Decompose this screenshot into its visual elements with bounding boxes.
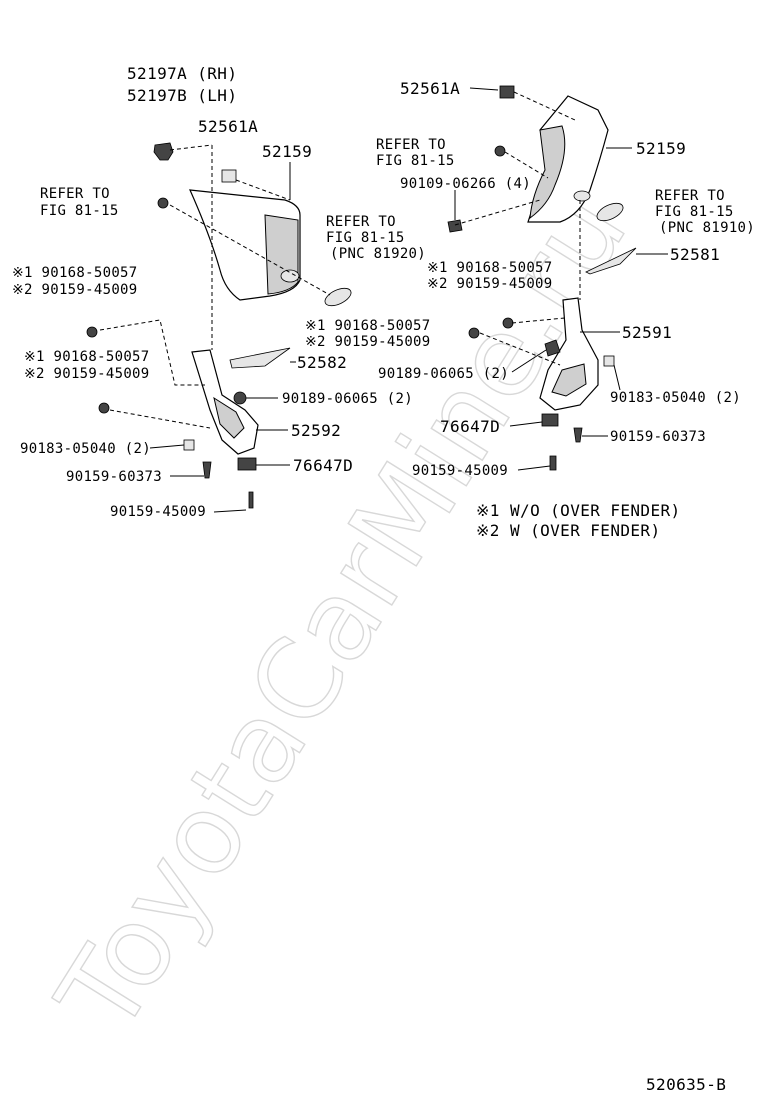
left-screw-upper[interactable] bbox=[86, 326, 98, 338]
label-left-note1-b: ※2 90159-45009 bbox=[12, 282, 138, 298]
left-dashed-guide-4 bbox=[169, 204, 331, 296]
label-right-90189: 90189-06065 (2) bbox=[378, 366, 509, 382]
right-leader-90189 bbox=[511, 349, 547, 373]
left-clip-90183[interactable] bbox=[183, 439, 195, 451]
left-leader-45009 bbox=[213, 509, 247, 513]
right-leader-45009 bbox=[517, 465, 551, 471]
right-screw-upper[interactable] bbox=[502, 317, 514, 329]
label-right-52581: 52581 bbox=[670, 245, 720, 264]
label-right-refer1-a: REFER TO bbox=[376, 137, 446, 153]
left-dashed-guide-6 bbox=[109, 409, 211, 429]
label-left-76647d: 76647D bbox=[293, 456, 353, 475]
left-dashed-guide-5 bbox=[99, 319, 205, 386]
right-screw-lower[interactable] bbox=[468, 327, 480, 339]
right-bumper-extension-face bbox=[529, 125, 566, 220]
label-left-52197a: 52197A (RH) bbox=[127, 64, 237, 83]
right-dashed-guide-5 bbox=[511, 317, 566, 324]
right-leader-76647d bbox=[509, 421, 543, 427]
label-right-90109: 90109-06266 (4) bbox=[400, 176, 531, 192]
left-screw-60373[interactable] bbox=[202, 461, 212, 479]
left-screw-45009[interactable] bbox=[248, 491, 254, 509]
right-bumper-hole bbox=[573, 190, 591, 202]
label-left-refer2-c: (PNC 81920) bbox=[330, 246, 426, 262]
right-bolt-refer[interactable] bbox=[494, 145, 506, 157]
left-part-52582[interactable] bbox=[229, 347, 291, 369]
legend: ※1 W/O (OVER FENDER) ※2 W (OVER FENDER) bbox=[476, 501, 681, 540]
left-part-52561a[interactable] bbox=[221, 169, 237, 183]
label-right-52591: 52591 bbox=[622, 323, 672, 342]
legend-text-2: W (OVER FENDER) bbox=[510, 521, 661, 540]
label-right-90183: 90183-05040 (2) bbox=[610, 390, 741, 406]
label-left-90183: 90183-05040 (2) bbox=[20, 441, 151, 457]
label-right-note2-a: ※1 90168-50057 bbox=[305, 318, 431, 334]
label-left-52197b: 52197B (LH) bbox=[127, 86, 237, 105]
left-dashed-guide-3 bbox=[235, 179, 291, 201]
label-right-refer1-b: FIG 81-15 bbox=[376, 153, 455, 169]
right-part-52581[interactable] bbox=[585, 247, 637, 275]
legend-mark-2: ※2 bbox=[476, 521, 500, 540]
right-screw-60373[interactable] bbox=[573, 427, 583, 443]
left-dashed-guide-2 bbox=[169, 144, 213, 151]
label-right-note1-b: ※2 90159-45009 bbox=[427, 276, 553, 292]
right-dashed-guide-3 bbox=[454, 199, 541, 226]
left-clip-76647d[interactable] bbox=[237, 457, 257, 471]
label-right-52561a: 52561A bbox=[400, 79, 460, 98]
right-dashed-guide-2 bbox=[504, 151, 549, 179]
left-bumper-hole bbox=[280, 269, 300, 283]
label-left-52159: 52159 bbox=[262, 142, 312, 161]
right-bracket-slot bbox=[551, 363, 587, 397]
left-assembly bbox=[86, 142, 353, 513]
right-lamp-81910[interactable] bbox=[594, 200, 625, 225]
right-leader-52561a bbox=[469, 87, 499, 91]
label-left-52582: 52582 bbox=[297, 353, 347, 372]
label-right-60373: 90159-60373 bbox=[610, 429, 706, 445]
right-assembly bbox=[447, 85, 668, 471]
label-right-refer2-c: (PNC 81910) bbox=[659, 220, 755, 236]
left-clip-52197[interactable] bbox=[153, 142, 174, 161]
label-left-refer2-b: FIG 81-15 bbox=[326, 230, 405, 246]
label-left-60373: 90159-60373 bbox=[66, 469, 162, 485]
label-right-45009: 90159-45009 bbox=[412, 463, 508, 479]
label-right-note2-b: ※2 90159-45009 bbox=[305, 334, 431, 350]
label-left-note1-a: ※1 90168-50057 bbox=[12, 265, 138, 281]
left-leader-90183 bbox=[149, 444, 185, 449]
label-left-52592: 52592 bbox=[291, 421, 341, 440]
right-leader-90183 bbox=[613, 364, 621, 391]
label-left-52561a: 52561A bbox=[198, 117, 258, 136]
label-left-refer1-b: FIG 81-15 bbox=[40, 203, 119, 219]
left-bracket-slot bbox=[213, 396, 245, 439]
right-screw-45009[interactable] bbox=[549, 455, 557, 471]
label-left-refer2-a: REFER TO bbox=[326, 214, 396, 230]
legend-mark-1: ※1 bbox=[476, 501, 500, 520]
label-left-90189: 90189-06065 (2) bbox=[282, 391, 413, 407]
right-part-52561a[interactable] bbox=[499, 85, 515, 99]
label-left-refer1-a: REFER TO bbox=[40, 186, 110, 202]
left-lamp-81920[interactable] bbox=[322, 285, 353, 310]
left-bumper-extension-face bbox=[264, 214, 299, 295]
label-left-note2-b: ※2 90159-45009 bbox=[24, 366, 150, 382]
right-clip-90183[interactable] bbox=[603, 355, 615, 367]
left-bolt-refer[interactable] bbox=[157, 197, 169, 209]
label-left-note2-a: ※1 90168-50057 bbox=[24, 349, 150, 365]
watermark-text: ToyotaCarMine.ru bbox=[33, 171, 651, 1055]
label-right-note1-a: ※1 90168-50057 bbox=[427, 260, 553, 276]
label-right-76647d: 76647D bbox=[440, 417, 500, 436]
label-right-refer2-a: REFER TO bbox=[655, 188, 725, 204]
legend-text-1: W/O (OVER FENDER) bbox=[510, 501, 681, 520]
right-bolt-90109[interactable] bbox=[447, 219, 463, 233]
figure-code: 520635-B bbox=[646, 1075, 726, 1094]
label-left-45009: 90159-45009 bbox=[110, 504, 206, 520]
label-right-refer2-b: FIG 81-15 bbox=[655, 204, 734, 220]
label-right-52159: 52159 bbox=[636, 139, 686, 158]
right-dashed-guide-6 bbox=[479, 332, 561, 366]
right-clip-76647d[interactable] bbox=[541, 413, 559, 427]
left-screw-lower[interactable] bbox=[98, 402, 110, 414]
left-nut-90189[interactable] bbox=[233, 391, 247, 405]
right-nut-90189[interactable] bbox=[544, 339, 561, 357]
